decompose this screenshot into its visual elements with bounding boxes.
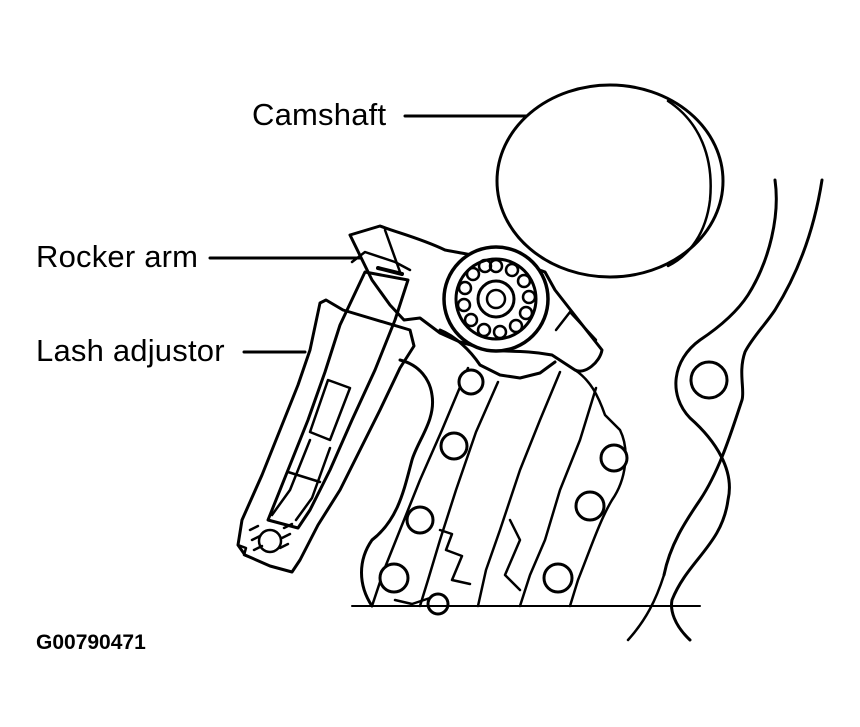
valve-springs <box>351 328 701 616</box>
figure-id: G00790471 <box>36 631 146 654</box>
rocker-arm-label: Rocker arm <box>36 239 199 274</box>
lash-adjustor-label: Lash adjustor <box>36 333 225 368</box>
lash-adjustor <box>236 266 416 574</box>
check-ball <box>257 528 283 554</box>
cylinder-head-casting <box>626 178 824 642</box>
camshaft-lobe <box>495 83 725 279</box>
roller-bearing <box>442 245 550 353</box>
camshaft-label: Camshaft <box>252 97 387 132</box>
